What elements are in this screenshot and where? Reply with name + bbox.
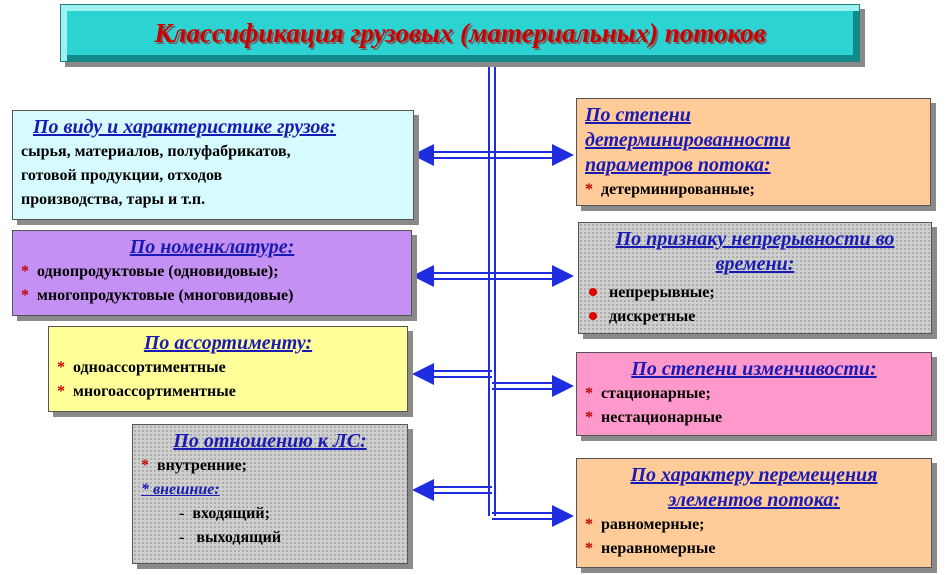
asterisk-icon: * — [57, 383, 65, 400]
asterisk-icon: * — [585, 409, 593, 426]
asterisk-icon: * — [585, 540, 593, 557]
list-item: *многопродуктовые (многовидовые) — [21, 284, 403, 308]
list-item: *нестационарные — [585, 406, 923, 430]
box-heading: По виду и характеристике грузов: — [33, 116, 337, 138]
box-movement: По характеру перемещения элементов поток… — [576, 458, 932, 568]
arrowhead-right-icon — [552, 265, 574, 287]
list-item: *равномерные; — [585, 513, 923, 537]
box-heading: По характеру перемещения элементов поток… — [630, 464, 878, 511]
sub-item: - выходящий — [179, 529, 282, 546]
arrowhead-left-icon — [412, 265, 434, 287]
diagram-title: Классификация грузовых (материальных) по… — [154, 17, 766, 48]
box-assortment: По ассортименту: *одноассортиментные *мн… — [48, 326, 408, 412]
arrowhead-right-icon — [552, 144, 574, 166]
box-line: сырья, материалов, полуфабрикатов, — [21, 143, 291, 160]
box-determinism: По степени детерминированности параметро… — [576, 98, 931, 206]
box-heading: По признаку непрерывности во времени: — [615, 228, 895, 275]
arrowhead-right-icon — [552, 505, 574, 527]
asterisk-icon: * — [57, 359, 65, 376]
list-item: *неравномерные — [585, 537, 923, 561]
list-item: непрерывные; — [587, 281, 923, 305]
list-item: дискретные — [587, 305, 923, 329]
sub-item: - входящий; — [179, 505, 270, 522]
list-item-external: * внешние: — [141, 481, 220, 498]
bullet-dot-icon — [589, 288, 597, 296]
asterisk-icon: * — [585, 385, 593, 402]
list-item: *детерминированные; — [585, 178, 922, 202]
asterisk-icon: * — [585, 516, 593, 533]
list-item: *стационарные; — [585, 382, 923, 406]
box-ls-relation: По отношению к ЛС: *внутренние; * внешни… — [132, 424, 408, 564]
box-cargo-type: По виду и характеристике грузов: сырья, … — [12, 110, 414, 220]
arrowhead-left-icon — [412, 144, 434, 166]
list-item: *внутренние; — [141, 454, 399, 478]
list-item: *однопродуктовые (одновидовые); — [21, 260, 403, 284]
box-heading: По номенклатуре: — [129, 236, 295, 258]
box-variability: По степени изменчивости: *стационарные; … — [576, 352, 932, 436]
title-banner: Классификация грузовых (материальных) по… — [60, 4, 860, 62]
box-heading: По отношению к ЛС: — [173, 430, 367, 452]
box-heading: По степени изменчивости: — [631, 358, 877, 380]
box-line: готовой продукции, отходов — [21, 167, 223, 184]
box-heading: По ассортименту: — [143, 332, 313, 354]
box-line: производства, тары и т.п. — [21, 191, 206, 208]
arrowhead-left-icon — [412, 363, 434, 385]
asterisk-icon: * — [141, 457, 149, 474]
bullet-dot-icon — [589, 312, 597, 320]
box-nomenclature: По номенклатуре: *однопродуктовые (однов… — [12, 230, 412, 316]
arrowhead-right-icon — [552, 375, 574, 397]
arrowhead-left-icon — [412, 479, 434, 501]
box-continuity: По признаку непрерывности во времени: не… — [578, 222, 932, 334]
asterisk-icon: * — [585, 181, 593, 198]
box-heading: По степени детерминированности параметро… — [585, 104, 791, 176]
asterisk-icon: * — [21, 287, 29, 304]
list-item: *многоассортиментные — [57, 380, 399, 404]
list-item: *одноассортиментные — [57, 356, 399, 380]
asterisk-icon: * — [21, 263, 29, 280]
